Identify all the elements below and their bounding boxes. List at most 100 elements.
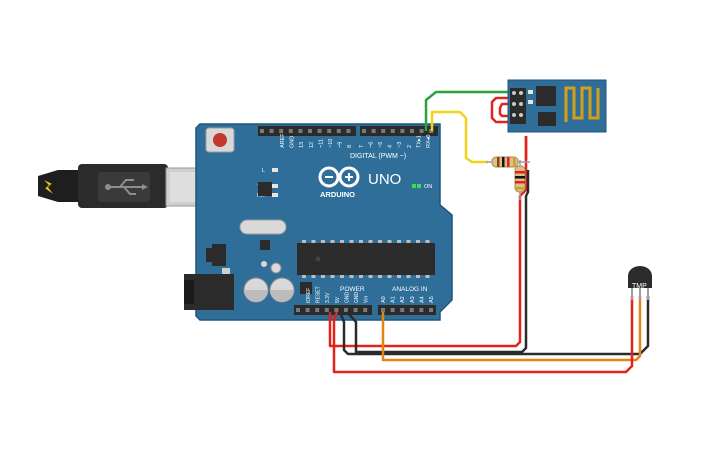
usb-icon xyxy=(110,179,142,195)
analog-header-title: ANALOG IN xyxy=(392,286,428,293)
chip-pin xyxy=(359,275,363,278)
digital-pin-hole[interactable] xyxy=(327,129,332,133)
digital-pin-hole[interactable] xyxy=(260,129,264,133)
digital-pin-hole[interactable] xyxy=(400,129,405,133)
esp-flash-chip xyxy=(538,112,556,126)
icsp-header xyxy=(300,282,312,294)
chip-pin xyxy=(416,275,420,278)
digital-header-title: DIGITAL (PWM ~) xyxy=(350,153,406,160)
wire-yellow-rx[interactable] xyxy=(430,110,488,164)
digital-pin-label: AREF xyxy=(280,133,286,148)
power-pin-hole[interactable] xyxy=(344,308,348,312)
chip-pin xyxy=(340,240,344,243)
digital-pin-label: TX▸1 xyxy=(416,135,422,148)
on-label: ON xyxy=(424,184,432,190)
crystal-oscillator xyxy=(239,219,287,235)
chip-pin xyxy=(349,275,354,278)
analog-pin-label: A3 xyxy=(410,296,416,303)
digital-pin-hole[interactable] xyxy=(288,129,293,133)
digital-pin-hole[interactable] xyxy=(269,129,274,133)
digital-pin-hole[interactable] xyxy=(410,129,414,133)
power-led xyxy=(412,184,416,188)
chip-pin xyxy=(321,240,325,243)
wire-red-esp-loop-2[interactable] xyxy=(498,102,510,118)
bottom-pin-holes xyxy=(296,308,433,312)
analog-pin-hole[interactable] xyxy=(429,308,433,312)
chip-pin xyxy=(378,240,382,243)
analog-pin-hole[interactable] xyxy=(419,308,424,312)
chip-pin xyxy=(330,240,335,243)
digital-pin-hole[interactable] xyxy=(336,129,341,133)
digital-pin-label: 2 xyxy=(407,145,413,148)
esp8266-module[interactable] xyxy=(507,79,607,133)
digital-pin-label: ~6 xyxy=(368,142,374,148)
digital-header-left xyxy=(258,126,356,136)
digital-pin-hole[interactable] xyxy=(317,129,322,133)
analog-pin-hole[interactable] xyxy=(409,308,414,312)
analog-pin-label: A1 xyxy=(391,296,397,303)
wire-green-tx[interactable] xyxy=(424,90,510,131)
digital-pin-hole[interactable] xyxy=(298,129,303,133)
wire-orange-a0[interactable] xyxy=(381,296,642,362)
chip-pin xyxy=(416,240,420,243)
digital-pin-hole[interactable] xyxy=(346,129,351,133)
reset-button-cap[interactable] xyxy=(213,133,227,147)
lightning-icon xyxy=(44,180,53,194)
chip-pin xyxy=(406,275,411,278)
digital-pin-hole[interactable] xyxy=(308,129,312,133)
sensor-label: TMP xyxy=(632,283,647,290)
power-header-title: POWER xyxy=(340,286,365,293)
power-pin-hole[interactable] xyxy=(296,308,300,312)
arduino-brand-label: ARDUINO xyxy=(320,190,355,199)
chip-pin xyxy=(302,240,306,243)
led-l-label: L xyxy=(262,168,265,174)
esp-chip xyxy=(536,86,556,106)
digital-pin-hole[interactable] xyxy=(371,129,376,133)
analog-pin-hole[interactable] xyxy=(400,308,405,312)
led-rx xyxy=(272,193,278,197)
power-pin-hole[interactable] xyxy=(353,308,358,312)
chip-pin xyxy=(425,275,430,278)
uno-model-label: UNO xyxy=(368,171,401,188)
wire-red-3v3[interactable] xyxy=(328,136,528,348)
tmp36-sensor[interactable]: TMP xyxy=(628,266,652,300)
resistor-2[interactable] xyxy=(514,160,526,200)
chip-pin xyxy=(368,240,373,243)
power-header xyxy=(294,305,372,315)
chip-pin xyxy=(349,240,354,243)
analog-pin-hole[interactable] xyxy=(381,308,385,312)
digital-pin-hole[interactable] xyxy=(279,129,284,133)
power-pin-hole[interactable] xyxy=(305,308,310,312)
wire-red-esp-loop-1[interactable] xyxy=(490,96,510,124)
led-tx xyxy=(272,184,278,188)
chip-pin xyxy=(330,275,335,278)
power-pin-label: GND xyxy=(354,292,360,304)
power-pin-hole[interactable] xyxy=(324,308,329,312)
usb-controller-chip xyxy=(258,182,272,196)
usb-cable-end xyxy=(0,170,40,198)
chip-pin xyxy=(359,240,363,243)
wire-black-gnd-sensor[interactable] xyxy=(338,296,650,356)
chip-pin xyxy=(397,240,401,243)
resistor-1[interactable] xyxy=(486,156,530,168)
analog-header xyxy=(378,305,436,315)
digital-pin-hole[interactable] xyxy=(419,129,424,133)
usb-plug-boot xyxy=(38,170,80,202)
digital-header-right xyxy=(360,126,438,136)
digital-pin-hole[interactable] xyxy=(362,129,366,133)
power-pin-label: IOREF xyxy=(306,288,312,303)
chip-pin xyxy=(368,275,373,278)
wire-red-5v-sensor[interactable] xyxy=(332,296,634,374)
power-pin-hole[interactable] xyxy=(334,308,339,312)
power-pin-label: 5V xyxy=(335,296,341,303)
analog-pin-label: A5 xyxy=(429,296,435,303)
analog-pin-hole[interactable] xyxy=(390,308,395,312)
digital-pin-hole[interactable] xyxy=(390,129,395,133)
usb-cable xyxy=(0,164,207,208)
wire-black-gnd-esp[interactable] xyxy=(346,170,530,354)
power-pin-hole[interactable] xyxy=(363,308,368,312)
power-pin-hole[interactable] xyxy=(315,308,320,312)
digital-pin-hole[interactable] xyxy=(381,129,386,133)
